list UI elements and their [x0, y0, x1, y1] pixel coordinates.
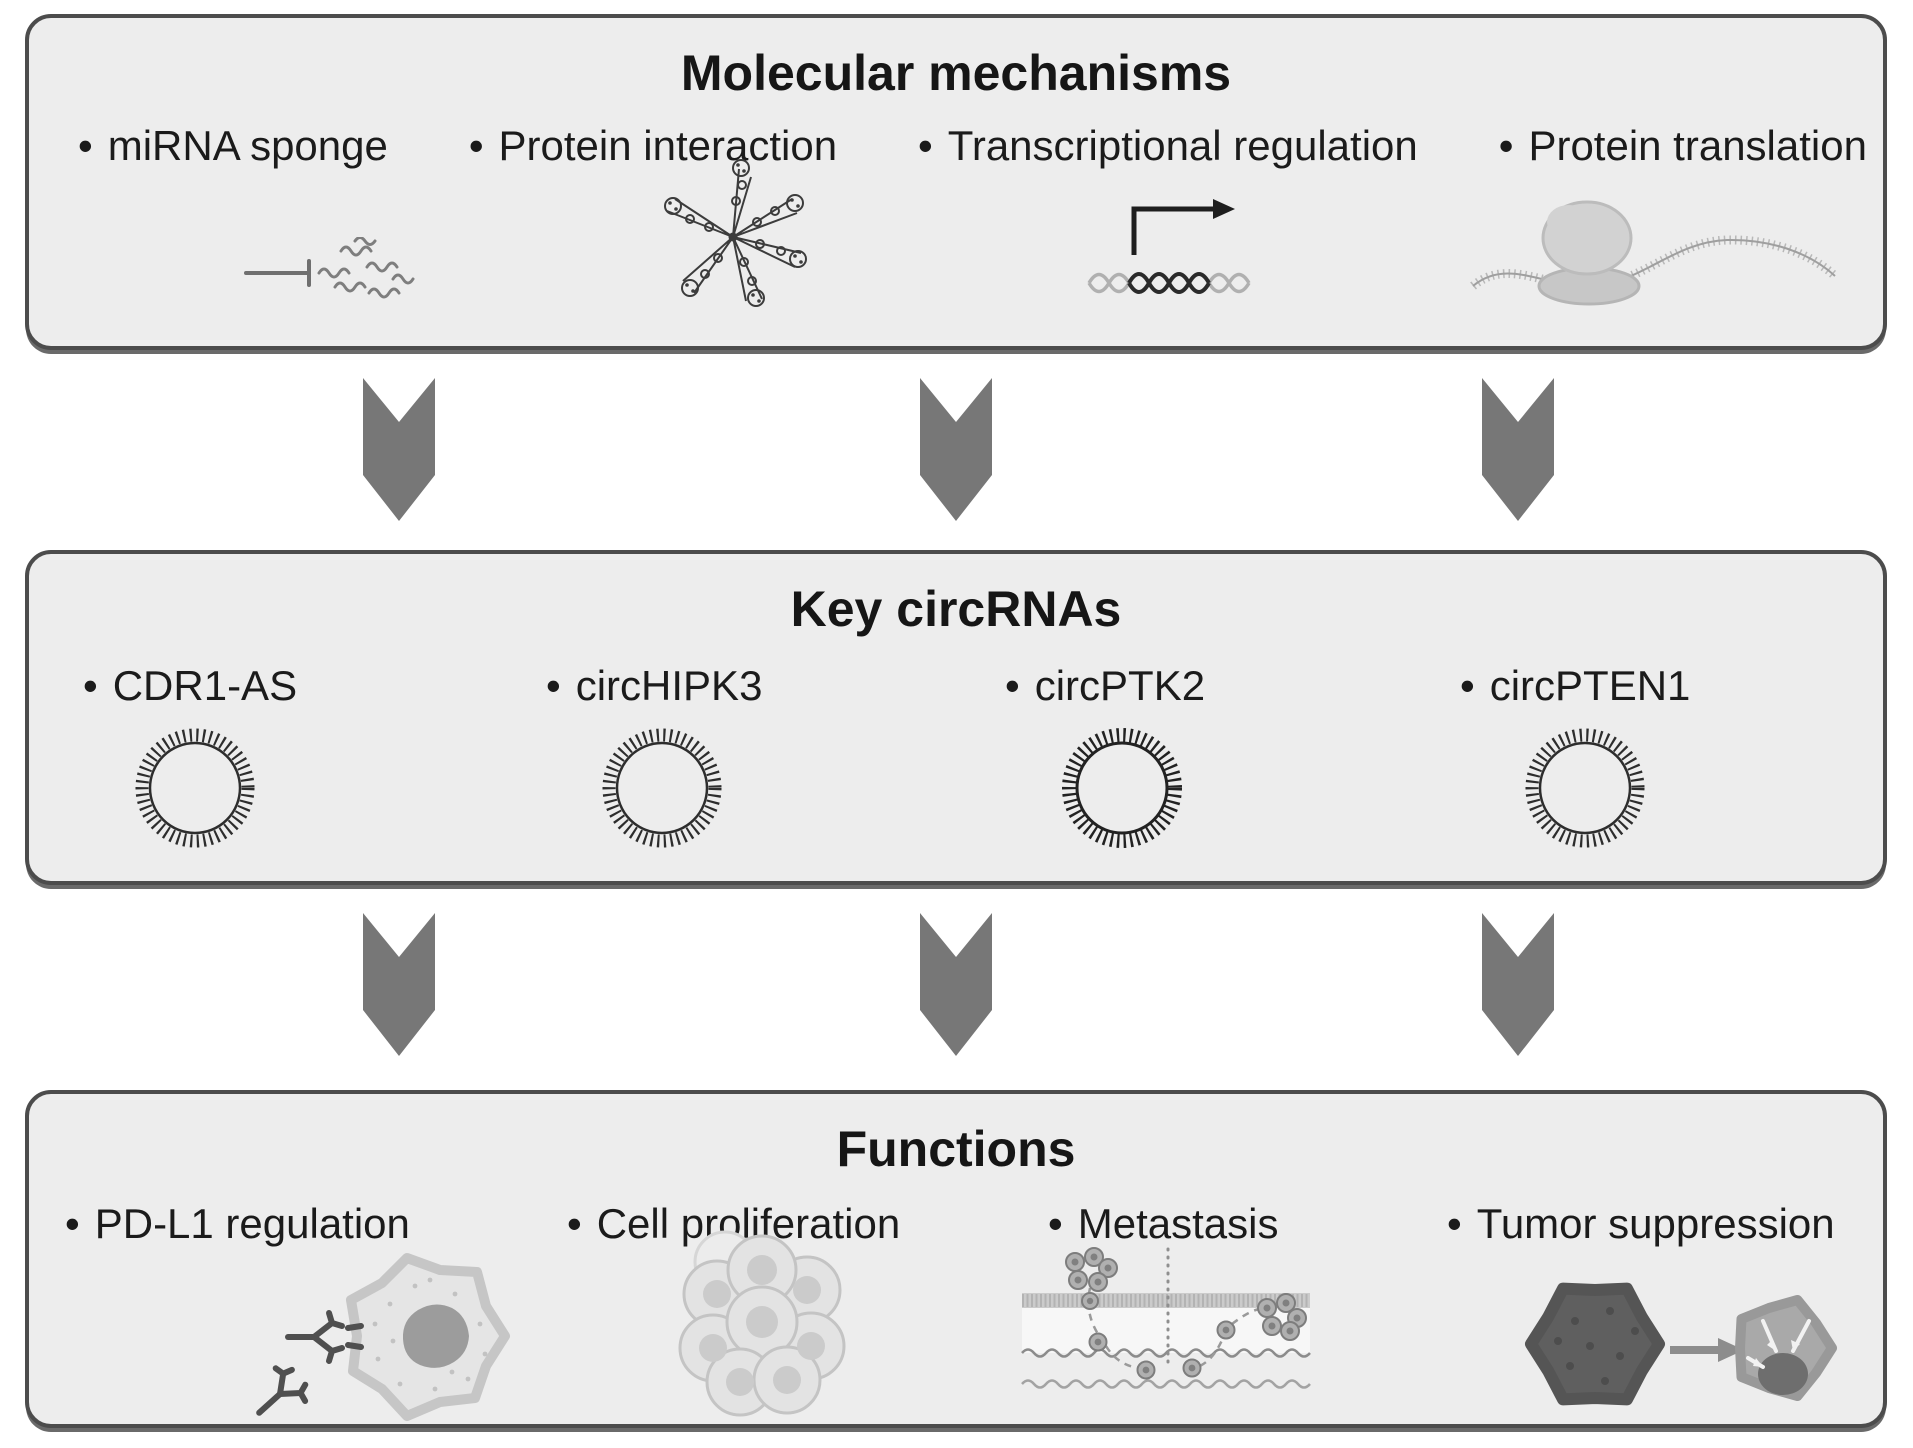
function-item-metastasis: • Metastasis: [1048, 1200, 1278, 1248]
bullet-dot: •: [1447, 1200, 1462, 1247]
tumor-suppression-icon: [1520, 1266, 1850, 1426]
circrna-icon: [597, 723, 727, 858]
function-label: PD-L1 regulation: [94, 1200, 410, 1247]
circrna-label: CDR1-AS: [112, 662, 298, 709]
protein-interaction-icon: [645, 155, 820, 312]
down-arrow-icon: [363, 913, 435, 1056]
metastasis-icon: [1020, 1246, 1312, 1401]
mechanism-label: Protein interaction: [498, 122, 838, 169]
circrna-item-circhipk3: • circHIPK3: [546, 662, 762, 710]
mechanism-item-protein-interaction: • Protein interaction: [469, 122, 837, 170]
circrna-item-circptk2: • circPTK2: [1005, 662, 1205, 710]
function-label: Metastasis: [1077, 1200, 1279, 1247]
bullet-dot: •: [1005, 662, 1020, 709]
circrna-icon: [130, 723, 260, 858]
pdl1-antibody-cell-icon: [230, 1244, 530, 1434]
panel-title-mechanisms: Molecular mechanisms: [680, 45, 1232, 101]
mechanism-label: Transcriptional regulation: [947, 122, 1418, 169]
bullet-dot: •: [65, 1200, 80, 1247]
circrna-icon: [1057, 723, 1187, 858]
circrna-label: circPTEN1: [1489, 662, 1691, 709]
down-arrow-icon: [363, 378, 435, 521]
mechanism-label: miRNA sponge: [107, 122, 388, 169]
mechanisms-bullet-row: • miRNA sponge • Protein interaction • T…: [78, 122, 1867, 170]
mechanism-item-protein-translation: • Protein translation: [1499, 122, 1867, 170]
circrna-label: circHIPK3: [575, 662, 763, 709]
circrna-item-cdr1-as: • CDR1-AS: [83, 662, 297, 710]
panel-functions: Functions • PD-L1 regulation • Cell prol…: [25, 1090, 1887, 1428]
down-arrow-icon: [920, 913, 992, 1056]
panel-molecular-mechanisms: Molecular mechanisms • miRNA sponge • Pr…: [25, 14, 1887, 350]
down-arrow-icon: [1482, 913, 1554, 1056]
bullet-dot: •: [1460, 662, 1475, 709]
down-arrow-icon: [1482, 378, 1554, 521]
bullet-dot: •: [918, 122, 933, 169]
panel-key-circrnas: Key circRNAs • CDR1-AS • circHIPK3 • cir…: [25, 550, 1887, 885]
circrna-item-circpten1: • circPTEN1: [1460, 662, 1690, 710]
bullet-dot: •: [567, 1200, 582, 1247]
bullet-dot: •: [78, 122, 93, 169]
bullet-dot: •: [1048, 1200, 1063, 1247]
mechanism-item-mirna-sponge: • miRNA sponge: [78, 122, 388, 170]
down-arrow-icon: [920, 378, 992, 521]
mirna-sponge-icon: [243, 236, 428, 306]
panel-title-functions: Functions: [836, 1121, 1076, 1177]
cell-proliferation-icon: [665, 1230, 860, 1430]
function-item-tumor-suppression: • Tumor suppression: [1447, 1200, 1835, 1248]
panel-title-circrnas: Key circRNAs: [790, 581, 1122, 637]
function-label: Tumor suppression: [1476, 1200, 1835, 1247]
bullet-dot: •: [546, 662, 561, 709]
protein-translation-icon: [1469, 192, 1839, 315]
mechanism-item-transcriptional-regulation: • Transcriptional regulation: [918, 122, 1418, 170]
transcription-icon: [1079, 195, 1279, 305]
function-item-pdl1-regulation: • PD-L1 regulation: [65, 1200, 410, 1248]
bullet-dot: •: [1498, 122, 1514, 169]
mechanism-label: Protein translation: [1528, 122, 1867, 169]
bullet-dot: •: [83, 662, 98, 709]
bullet-dot: •: [468, 122, 484, 169]
circrna-icon: [1520, 723, 1650, 858]
circrna-label: circPTK2: [1034, 662, 1206, 709]
